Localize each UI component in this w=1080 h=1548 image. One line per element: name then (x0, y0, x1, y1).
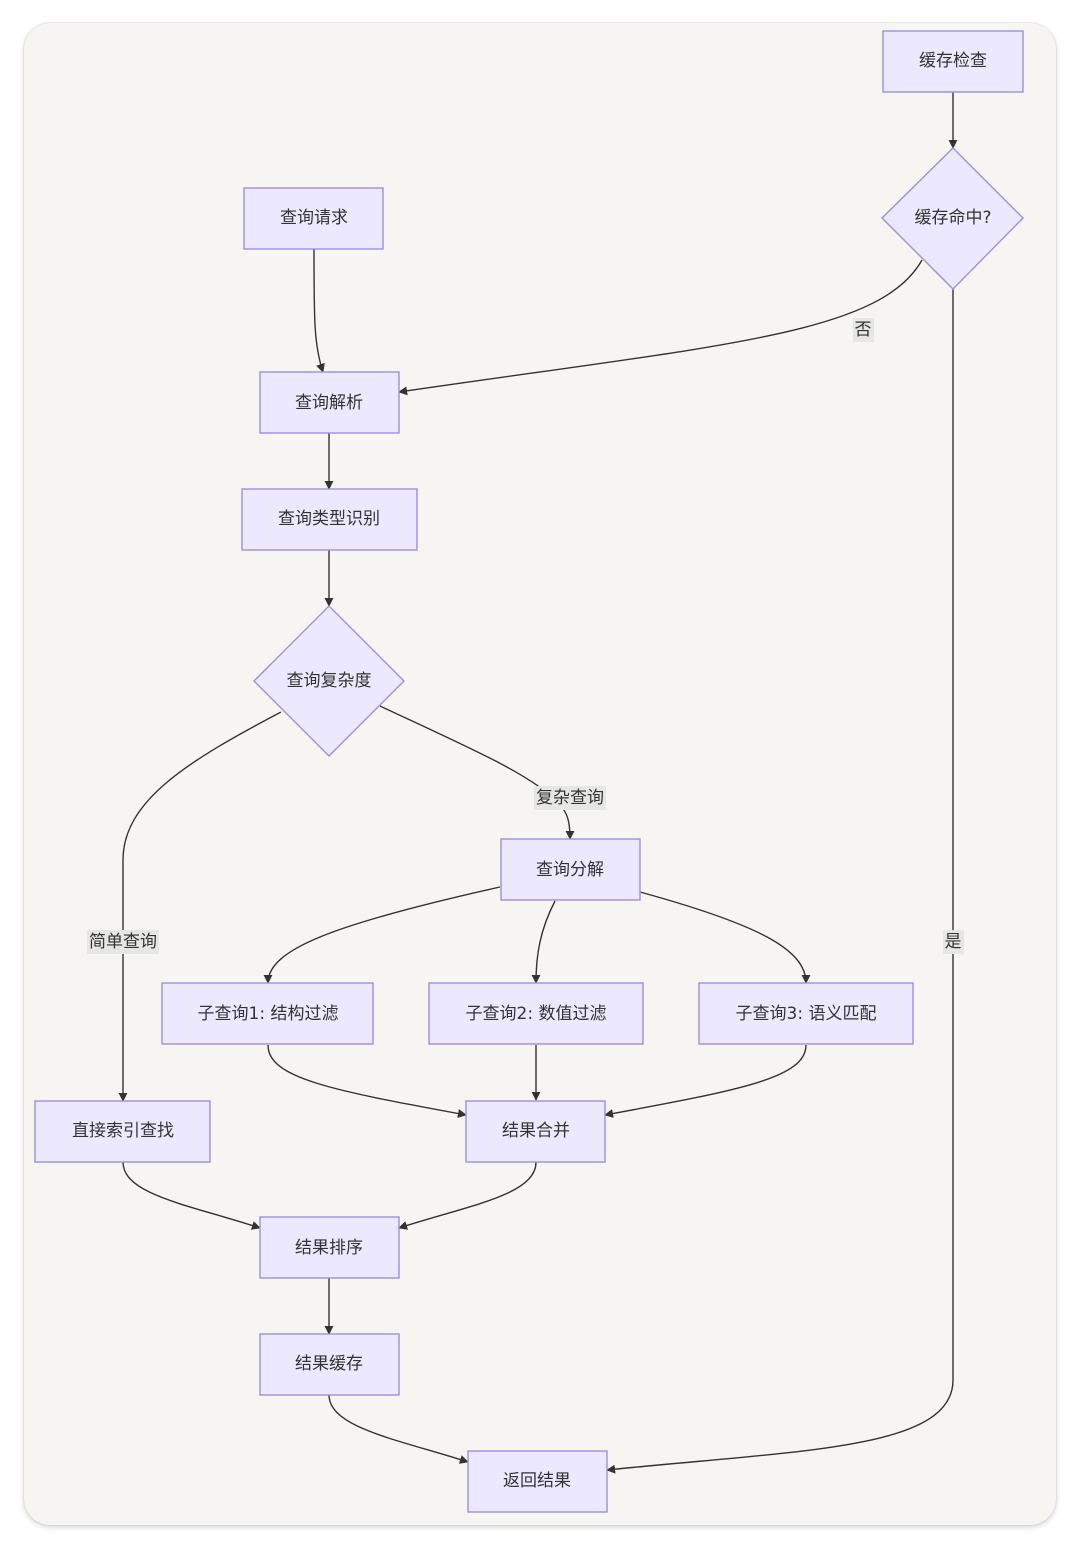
node-query-decompose: 查询分解 (500, 838, 641, 901)
node-cache-check-label: 缓存检查 (919, 51, 987, 71)
edge-label-simple: 简单查询 (89, 932, 157, 952)
edge-cache-hit-no-to-parse (398, 259, 923, 396)
node-query-type: 查询类型识别 (241, 488, 418, 551)
node-result-cache-label: 结果缓存 (295, 1354, 363, 1374)
edge-label-yes: 是 (945, 932, 962, 952)
edge-label-no: 否 (855, 320, 872, 340)
node-subquery-3-label: 子查询3: 语义匹配 (736, 1004, 877, 1024)
node-cache-check: 缓存检查 (882, 30, 1024, 93)
node-result-merge-label: 结果合并 (502, 1121, 570, 1141)
edge-request-to-parse (313, 248, 325, 373)
edge-label-yes-bg (943, 930, 964, 954)
edge-label-no-bg (853, 318, 874, 342)
edge-complexity-to-decompose (379, 705, 575, 840)
node-query-request: 查询请求 (243, 187, 384, 250)
edge-merge-to-sort (398, 1161, 537, 1230)
edge-label-simple-bg (87, 930, 159, 954)
node-direct-index-label: 直接索引查找 (72, 1121, 174, 1141)
edge-sub1-to-merge (267, 1044, 467, 1118)
edge-complexity-to-direct-index (118, 711, 282, 1102)
node-cache-hit-label: 缓存命中? (914, 208, 991, 228)
node-return-result: 返回结果 (467, 1450, 608, 1513)
node-result-sort: 结果排序 (259, 1216, 400, 1279)
edge-labels: 否 是 复杂查询 简单查询 (87, 318, 964, 954)
edge-decompose-to-sub3 (639, 891, 811, 984)
edge-decompose-to-sub1 (263, 886, 501, 984)
edge-cache-hit-yes-to-return (606, 289, 954, 1474)
diagram-card (24, 23, 1056, 1525)
node-subquery-1: 子查询1: 结构过滤 (161, 982, 374, 1045)
node-cache-hit: 缓存命中? (881, 147, 1024, 290)
node-query-type-label: 查询类型识别 (278, 509, 380, 529)
node-query-complexity-label: 查询复杂度 (287, 671, 372, 691)
node-return-result-label: 返回结果 (503, 1471, 571, 1491)
edges (118, 92, 958, 1474)
node-result-sort-label: 结果排序 (295, 1238, 363, 1258)
node-query-request-label: 查询请求 (280, 208, 348, 228)
node-direct-index: 直接索引查找 (34, 1100, 211, 1163)
node-query-parse: 查询解析 (259, 371, 400, 434)
edge-decompose-to-sub2 (531, 900, 556, 984)
node-query-complexity: 查询复杂度 (253, 605, 405, 757)
node-query-decompose-label: 查询分解 (536, 860, 604, 880)
edge-direct-index-to-sort (122, 1161, 261, 1230)
node-query-parse-label: 查询解析 (295, 393, 363, 413)
node-subquery-2: 子查询2: 数值过滤 (428, 982, 644, 1045)
node-subquery-1-label: 子查询1: 结构过滤 (198, 1004, 339, 1024)
node-subquery-3: 子查询3: 语义匹配 (698, 982, 914, 1045)
node-result-cache: 结果缓存 (259, 1333, 400, 1396)
node-result-merge: 结果合并 (465, 1100, 606, 1163)
edge-sub3-to-merge (604, 1044, 807, 1118)
node-subquery-2-label: 子查询2: 数值过滤 (466, 1004, 607, 1024)
edge-label-complex: 复杂查询 (536, 788, 604, 808)
edge-cache-to-return (328, 1394, 469, 1464)
edge-label-complex-bg (534, 786, 606, 810)
